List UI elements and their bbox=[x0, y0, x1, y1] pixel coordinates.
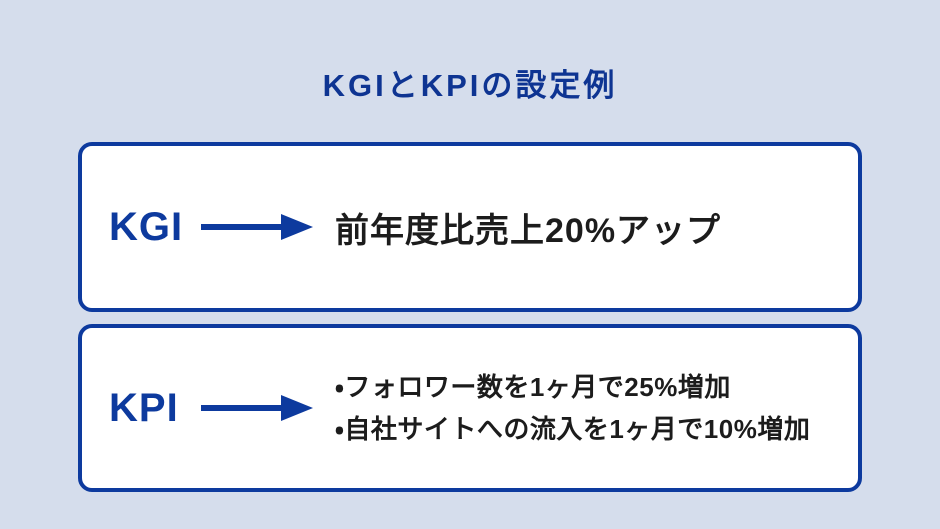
kgi-goal-text: 前年度比売上20%アップ bbox=[335, 211, 722, 250]
kpi-card: KPI ・フォロワー数を1ヶ月で25%増加 ・自社サイトへの流入を1ヶ月で10%… bbox=[78, 324, 862, 492]
kpi-bullet-item: ・自社サイトへの流入を1ヶ月で10%増加 bbox=[335, 414, 811, 444]
kgi-card: KGI 前年度比売上20%アップ bbox=[78, 142, 862, 312]
kpi-label: KPI bbox=[109, 385, 179, 430]
right-arrow-icon bbox=[201, 395, 313, 421]
kgi-label: KGI bbox=[109, 204, 184, 249]
page-title: KGIとKPIの設定例 bbox=[322, 68, 618, 103]
kpi-bullet-list: ・フォロワー数を1ヶ月で25%増加 ・自社サイトへの流入を1ヶ月で10%増加 bbox=[335, 371, 810, 446]
kpi-bullet-item: ・フォロワー数を1ヶ月で25%増加 bbox=[335, 371, 731, 402]
right-arrow-icon bbox=[201, 214, 313, 240]
